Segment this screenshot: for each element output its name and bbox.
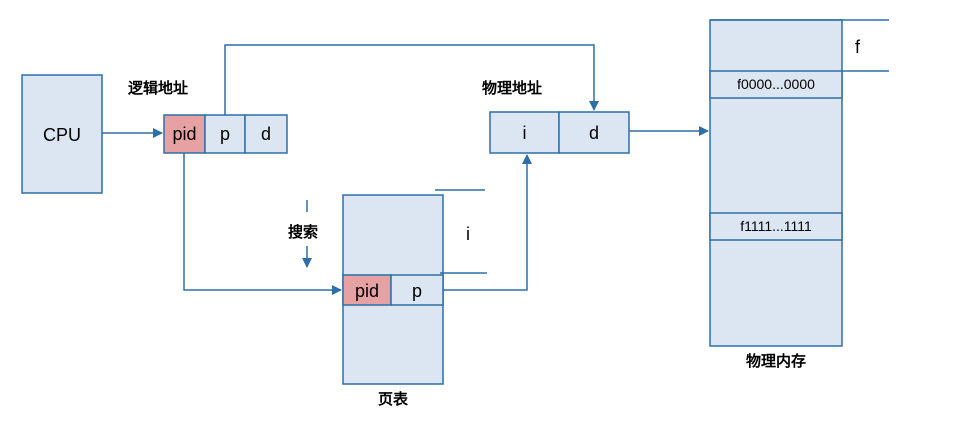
logical-d-label: d <box>261 124 271 144</box>
physical-i-label: i <box>523 123 527 143</box>
arrow-d-to-physical-d <box>224 44 599 115</box>
page-table: pid p i 页表 <box>342 189 487 408</box>
page-table-p-cell <box>390 274 444 306</box>
memory-frame-label: f <box>855 37 861 57</box>
cpu-box: CPU <box>21 74 103 194</box>
page-table-pid-label: pid <box>355 281 379 301</box>
physical-address: 物理地址 i d <box>482 79 630 154</box>
arrow-page-table-to-physical-i <box>443 154 532 291</box>
search-label: 搜索 <box>288 223 318 241</box>
physical-address-title: 物理地址 <box>482 79 542 97</box>
logical-address: 逻辑地址 pid p d <box>128 79 288 154</box>
physical-memory: f f0000...0000 f1111...1111 物理内存 <box>709 19 889 370</box>
memory-first-address-label: f0000...0000 <box>737 76 815 92</box>
physical-memory-body <box>709 19 843 347</box>
memory-last-address-cell <box>709 212 843 241</box>
logical-d-field <box>244 114 288 154</box>
physical-d-field <box>558 111 630 154</box>
memory-first-address-cell <box>709 70 843 99</box>
page-table-p-label: p <box>412 281 422 301</box>
page-table-index-label: i <box>466 224 470 244</box>
page-table-pid-cell <box>342 274 392 306</box>
physical-memory-title: 物理内存 <box>746 352 806 370</box>
connectors <box>102 44 709 295</box>
physical-i-field <box>489 111 560 154</box>
logical-pid-label: pid <box>172 124 196 144</box>
arrow-pid-to-page-table <box>183 153 342 295</box>
cpu-rect <box>21 74 103 194</box>
cpu-label: CPU <box>43 125 81 145</box>
memory-last-address-label: f1111...1111 <box>740 218 812 234</box>
logical-address-title: 逻辑地址 <box>128 79 188 97</box>
page-table-title: 页表 <box>378 390 409 408</box>
logical-p-label: p <box>220 124 230 144</box>
search-annotation: 搜索 <box>288 200 318 268</box>
physical-d-label: d <box>589 123 599 143</box>
